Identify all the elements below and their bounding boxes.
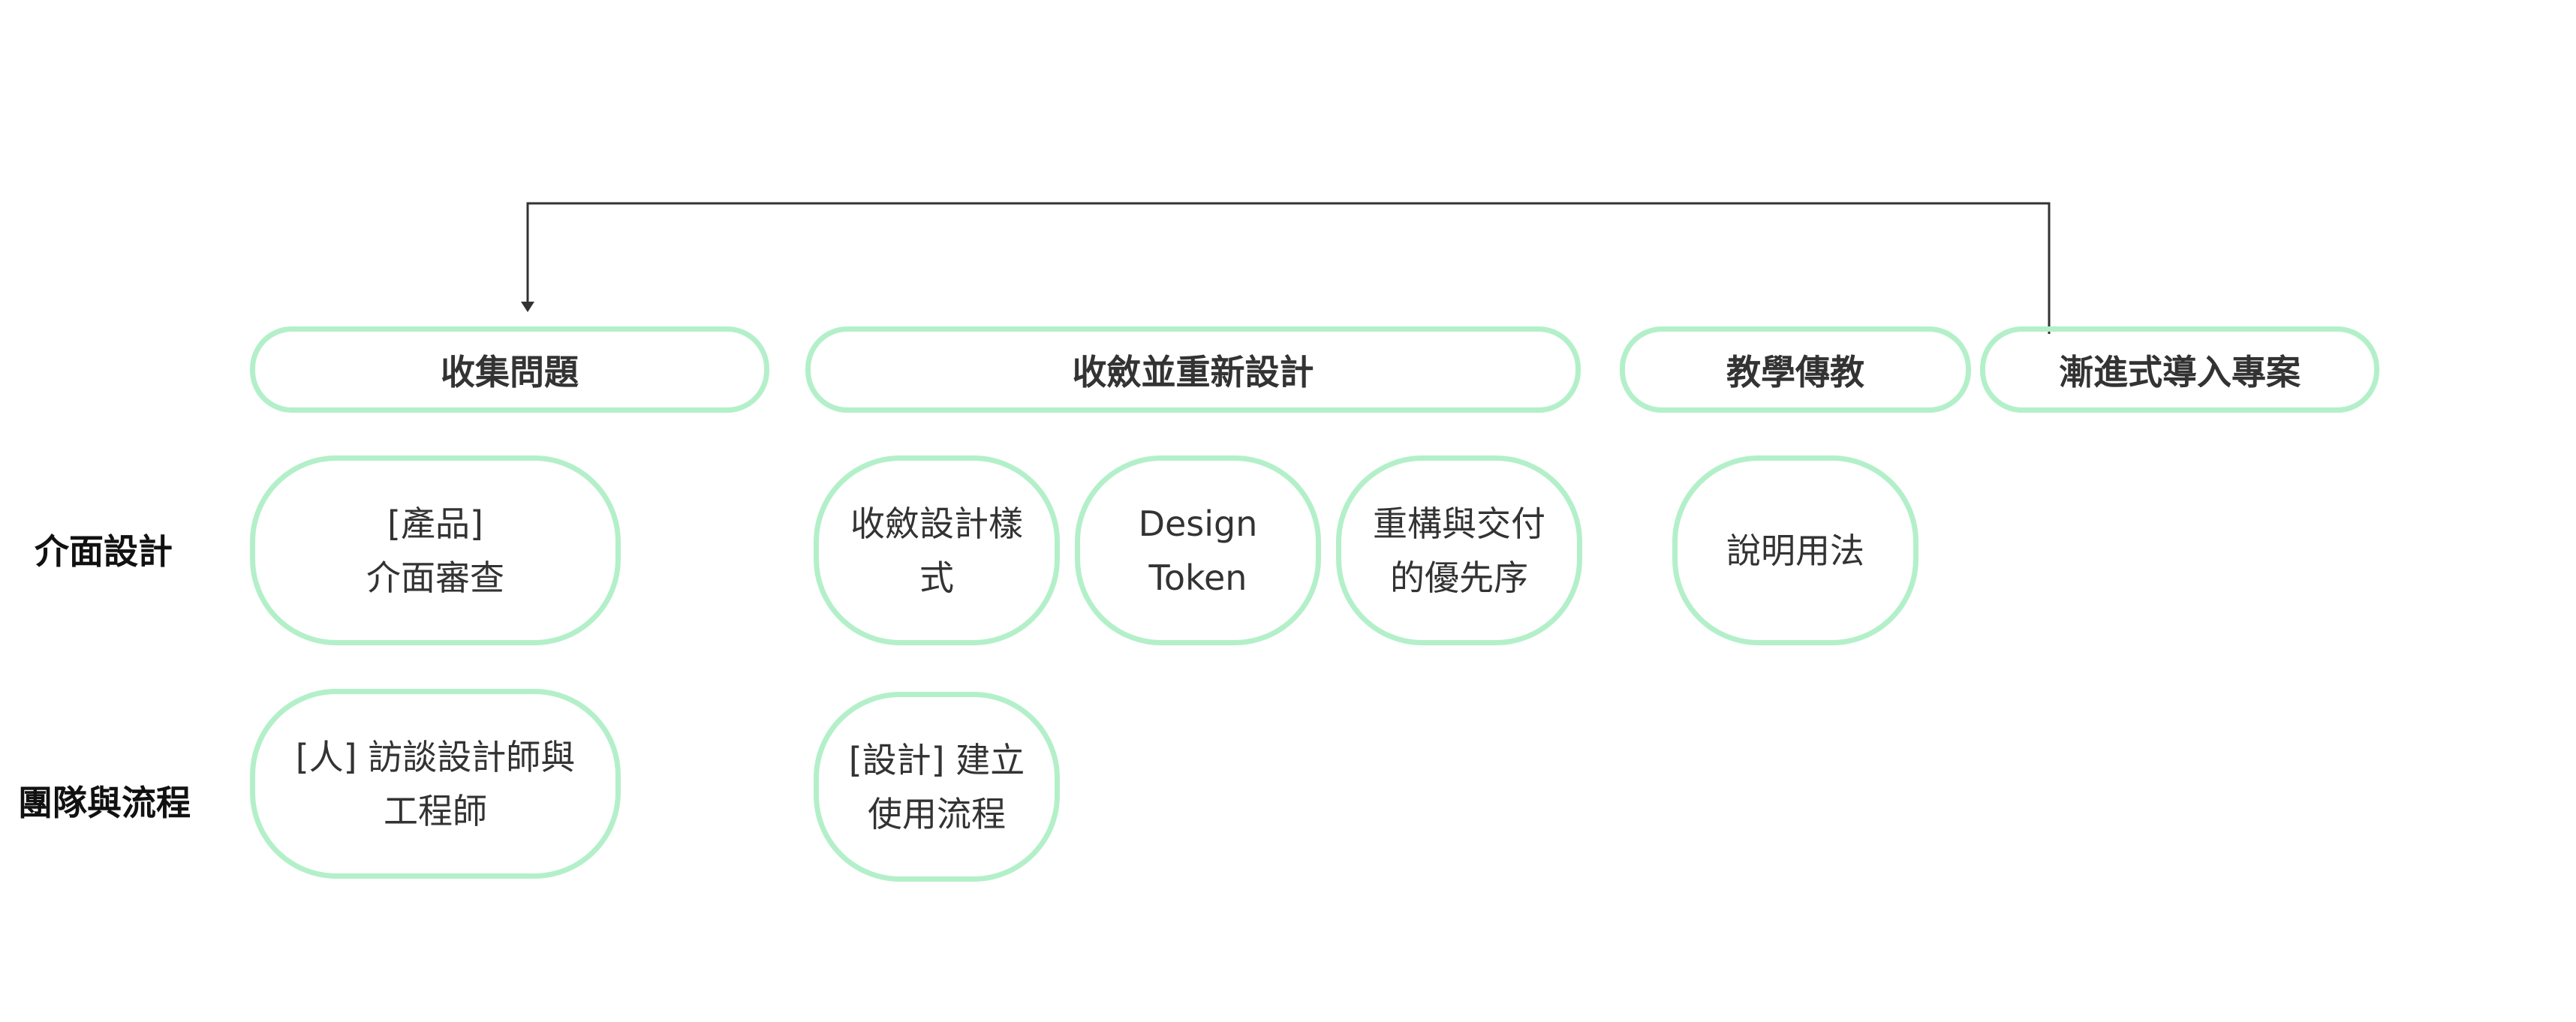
- node-label: [設計] 建立 使用流程: [848, 739, 1025, 834]
- node-refactor-priority: 重構與交付 的優先序: [1336, 455, 1582, 645]
- node-build-process: [設計] 建立 使用流程: [814, 692, 1060, 882]
- node-label: [人] 訪談設計師與 工程師: [295, 736, 576, 831]
- phase-label: 漸進式導入專案: [2059, 351, 2301, 392]
- node-label: 重構與交付 的優先序: [1373, 503, 1545, 598]
- phase-gradual-adoption: 漸進式導入專案: [1980, 326, 2379, 413]
- node-product-review: [產品] 介面審查: [250, 455, 621, 645]
- phase-label: 收集問題: [441, 351, 579, 392]
- phase-label: 教學傳教: [1726, 351, 1864, 392]
- node-usage-docs: 說明用法: [1672, 455, 1918, 645]
- node-label: 收斂設計樣 式: [850, 503, 1023, 598]
- node-interview-designers: [人] 訪談設計師與 工程師: [250, 689, 621, 879]
- node-label: Design Token: [1138, 503, 1258, 598]
- phase-label: 收斂並重新設計: [1072, 351, 1314, 392]
- node-converge-styles: 收斂設計樣 式: [814, 455, 1060, 645]
- phase-teaching: 教學傳教: [1620, 326, 1971, 413]
- node-design-token: Design Token: [1075, 455, 1321, 645]
- phase-collect-problems: 收集問題: [250, 326, 769, 413]
- node-label: 說明用法: [1726, 530, 1864, 571]
- node-label: [產品] 介面審查: [366, 503, 504, 598]
- phase-converge-redesign: 收斂並重新設計: [805, 326, 1581, 413]
- row-label-team-process: 團隊與流程: [18, 783, 191, 823]
- row-label-ui-design: 介面設計: [35, 531, 173, 572]
